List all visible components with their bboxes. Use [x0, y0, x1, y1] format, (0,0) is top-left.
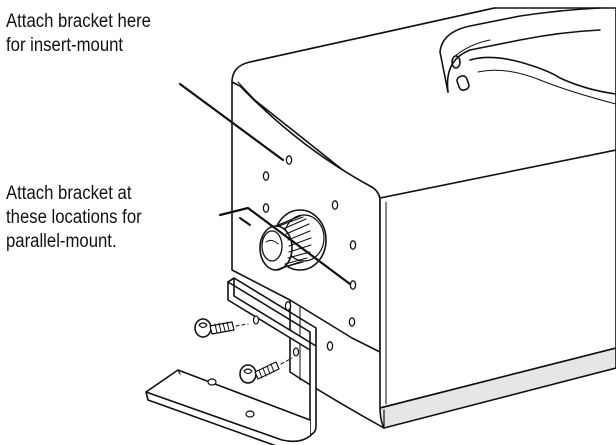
callout-insert-mount: Attach bracket here for insert-mount	[6, 10, 151, 58]
leader-insert-mount	[178, 82, 285, 162]
callout-parallel-line-1: Attach bracket at	[6, 183, 132, 204]
control-knob	[259, 209, 327, 271]
callout-parallel-line-3: parallel-mount.	[6, 231, 117, 252]
callout-insert-line-2: for insert-mount	[6, 35, 124, 56]
housing-right-face	[379, 149, 616, 409]
mounting-bracket	[145, 277, 317, 445]
screw-upper	[194, 318, 249, 338]
leader-parallel-mount	[218, 206, 352, 286]
top-handle	[439, 7, 616, 105]
leader-lines	[178, 82, 352, 286]
callout-insert-line-1: Attach bracket here	[6, 11, 151, 32]
callout-parallel-mount: Attach bracket at these locations for pa…	[6, 182, 142, 254]
callout-parallel-line-2: these locations for	[6, 207, 142, 228]
front-mounting-holes	[262, 155, 357, 351]
housing-base-lip	[379, 347, 616, 429]
screw-lower	[239, 357, 293, 384]
housing-top-back-line	[249, 7, 496, 63]
